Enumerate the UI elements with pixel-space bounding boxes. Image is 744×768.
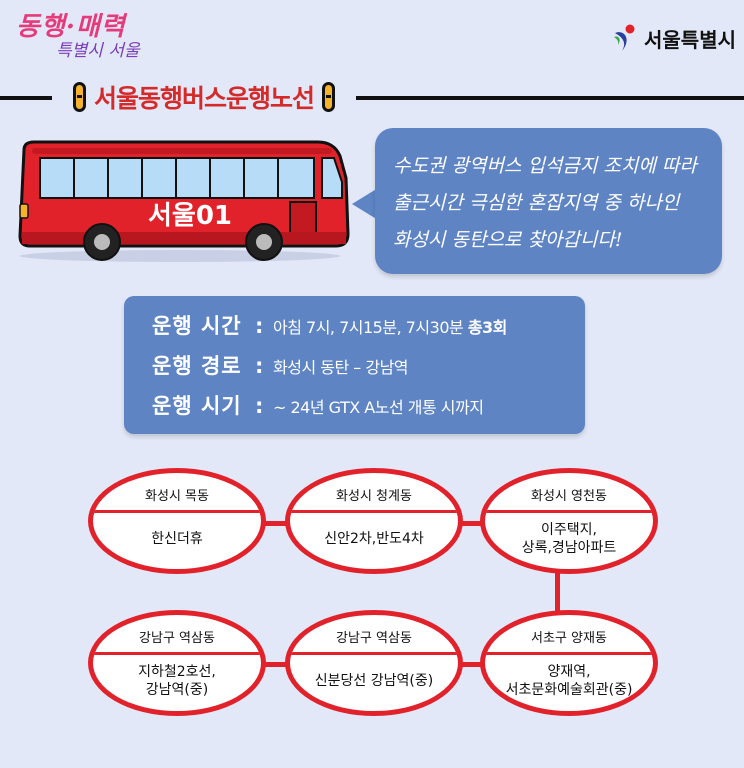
stop-detail: 한신더휴 — [151, 531, 203, 547]
route-connector — [262, 521, 292, 526]
stop-detail: 신분당선 강남역(중) — [314, 673, 434, 689]
info-colon: : — [255, 394, 264, 418]
route-stop: 화성시 영천동 이주택지, 상록,경남아파트 — [480, 468, 658, 574]
info-value-bold: 총3회 — [467, 318, 508, 337]
route-stop: 화성시 청계동 신안2차,반도4차 — [285, 468, 463, 574]
stop-name: 강남구 역삼동 — [290, 615, 458, 655]
seoul-city-logo: 서울특별시 — [610, 18, 736, 58]
info-label: 운행 시간 — [152, 314, 242, 338]
info-label: 운행 경로 — [152, 354, 242, 378]
route-stop: 서초구 양재동 양재역, 서초문화예술회관(중) — [480, 610, 658, 716]
page-title: 서울동행버스운행노선 — [93, 84, 315, 113]
page-title-banner: 서울동행버스운행노선 — [52, 74, 356, 120]
route-connector — [555, 570, 560, 614]
stop-detail: 이주택지, 상록,경남아파트 — [521, 522, 617, 556]
speech-bubble-tail — [352, 188, 378, 220]
seoul-city-name: 서울특별시 — [644, 27, 736, 52]
speech-bubble-text: 수도권 광역버스 입석금지 조치에 따라 출근시간 극심한 혼잡지역 중 하나인… — [393, 155, 697, 251]
stop-detail: 지하철2호선, 강남역(중) — [138, 664, 216, 698]
stop-name: 화성시 목동 — [93, 473, 261, 513]
bus-route-label: 서울01 — [148, 201, 232, 231]
route-stop: 강남구 역삼동 신분당선 강남역(중) — [285, 610, 463, 716]
info-value: 아침 7시, 7시15분, 7시30분 총3회 — [273, 314, 507, 338]
info-value-text: 화성시 동탄 – 강남역 — [273, 358, 409, 377]
seoul-emblem-icon — [614, 24, 635, 51]
stop-name: 서초구 양재동 — [485, 615, 653, 655]
speech-bubble: 수도권 광역버스 입석금지 조치에 따라 출근시간 극심한 혼잡지역 중 하나인… — [375, 128, 722, 274]
route-connector — [458, 521, 488, 526]
info-row-period: 운행 시기 : ~ 24년 GTX A노선 개통 시까지 — [152, 390, 484, 420]
route-stop: 강남구 역삼동 지하철2호선, 강남역(중) — [88, 610, 266, 716]
route-connector — [458, 662, 488, 667]
info-value-text: 아침 7시, 7시15분, 7시30분 — [273, 318, 468, 337]
stop-name: 화성시 청계동 — [290, 473, 458, 513]
info-row-route: 운행 경로 : 화성시 동탄 – 강남역 — [152, 350, 409, 380]
service-info-panel: 운행 시간 : 아침 7시, 7시15분, 7시30분 총3회 운행 경로 : … — [124, 296, 585, 434]
stop-detail: 양재역, 서초문화예술회관(중) — [505, 664, 633, 698]
lamp-icon — [322, 82, 335, 112]
route-connector — [262, 662, 292, 667]
title-divider — [0, 96, 744, 100]
campaign-logo-line1: 동행·매력 — [16, 12, 126, 42]
route-stop: 화성시 목동 한신더휴 — [88, 468, 266, 574]
info-value-text: ~ 24년 GTX A노선 개통 시까지 — [273, 398, 484, 417]
lamp-icon — [72, 82, 86, 112]
stop-detail: 신안2차,반도4차 — [324, 531, 424, 547]
info-colon: : — [255, 354, 264, 378]
info-label: 운행 시기 — [152, 394, 242, 418]
stop-name: 화성시 영천동 — [485, 473, 653, 513]
info-colon: : — [255, 314, 264, 338]
campaign-logo-line2: 특별시 서울 — [56, 41, 140, 61]
stop-name: 강남구 역삼동 — [93, 615, 261, 655]
campaign-logo: 동행·매력 특별시 서울 — [12, 6, 142, 64]
bus-illustration: 서울01 — [18, 140, 350, 262]
info-row-time: 운행 시간 : 아침 7시, 7시15분, 7시30분 총3회 — [152, 310, 507, 340]
